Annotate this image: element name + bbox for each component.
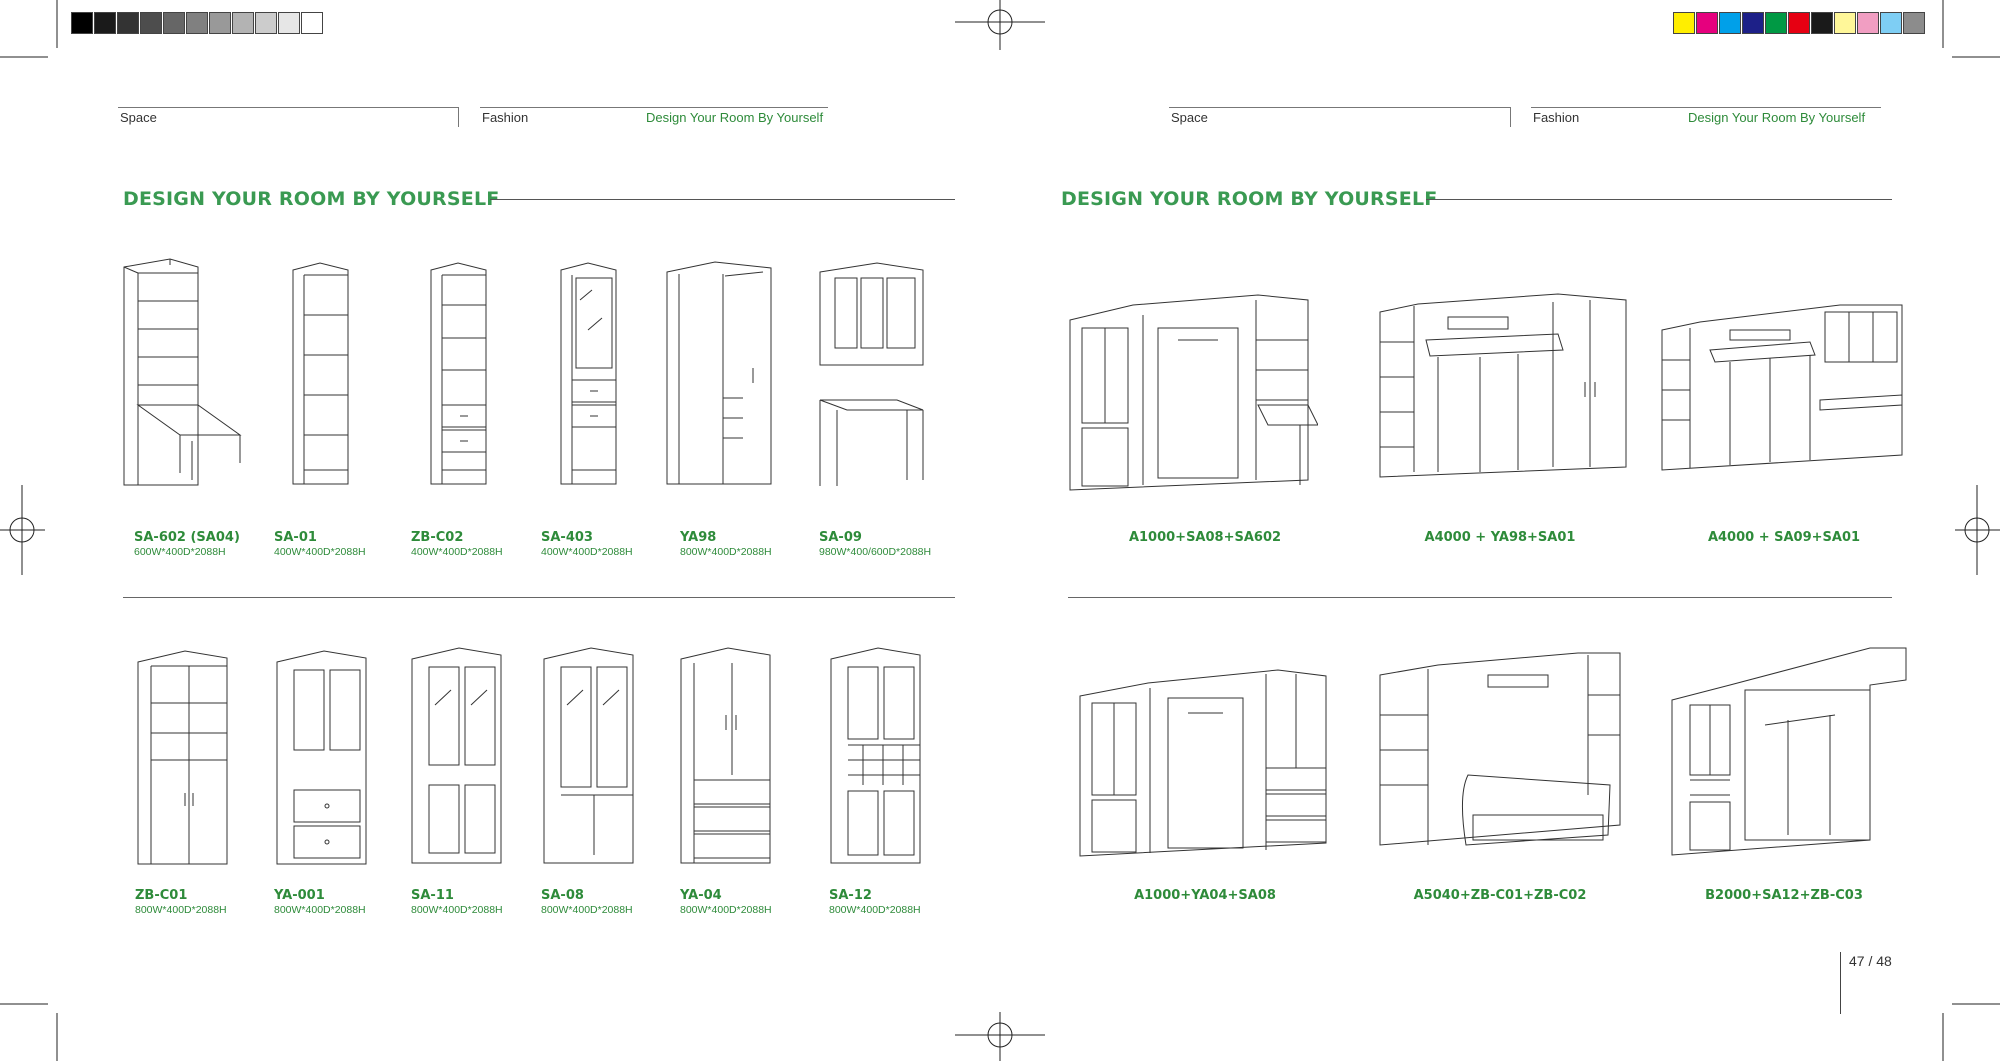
room-set-code: A5040+ZB-C01+ZB-C02 — [1413, 888, 1587, 903]
cabinet-drawing-sa403 — [558, 260, 618, 488]
header-fashion-left: Fashion — [482, 110, 529, 125]
color-swatch — [1696, 12, 1718, 34]
cabinet-drawing-ya98 — [665, 258, 775, 490]
room-set-drawing-6 — [1670, 640, 1910, 860]
page-title-right: DESIGN YOUR ROOM BY YOURSELF — [1061, 188, 1438, 210]
registration-mark-right — [1955, 485, 2000, 575]
header-fashion-right: Fashion — [1533, 110, 1580, 125]
product-code: ZB-C02 — [411, 530, 464, 545]
product-dims: 800W*400D*2088H — [680, 904, 772, 916]
color-swatch — [71, 12, 93, 34]
color-swatch — [278, 12, 300, 34]
room-set-code: A1000+SA08+SA602 — [1128, 530, 1282, 545]
color-swatch — [1673, 12, 1695, 34]
registration-mark-top — [955, 0, 1045, 50]
cabinet-drawing-sa01 — [290, 260, 350, 488]
color-swatch — [1742, 12, 1764, 34]
product-dims: 980W*400/600D*2088H — [819, 546, 932, 558]
title-rule — [1426, 199, 1892, 200]
color-swatch — [117, 12, 139, 34]
product-code: SA-11 — [411, 888, 454, 903]
product-dims: 600W*400D*2088H — [134, 546, 226, 558]
color-swatch — [301, 12, 323, 34]
product-dims: 400W*400D*2088H — [274, 546, 366, 558]
page-number: 47 / 48 — [1849, 953, 1892, 969]
section-divider-left — [123, 597, 955, 598]
product-code: SA-403 — [541, 530, 593, 545]
page-number-divider — [1840, 952, 1841, 1014]
color-swatch — [1857, 12, 1879, 34]
color-swatch — [232, 12, 254, 34]
color-swatch — [94, 12, 116, 34]
product-dims: 800W*400D*2088H — [680, 546, 772, 558]
header-space-left: Space — [120, 110, 157, 125]
cabinet-drawing-ya04 — [678, 645, 773, 867]
room-set-code: A1000+YA04+SA08 — [1134, 888, 1276, 903]
cabinet-drawing-sa602 — [120, 255, 245, 495]
color-swatch — [163, 12, 185, 34]
cabinet-drawing-zbc02 — [428, 260, 488, 488]
color-swatch — [1811, 12, 1833, 34]
header-tagline-left: Design Your Room By Yourself — [646, 110, 824, 125]
header-rule — [118, 107, 458, 108]
color-swatch — [140, 12, 162, 34]
product-code: SA-08 — [541, 888, 584, 903]
product-code: YA-04 — [680, 888, 722, 903]
cabinet-drawing-sa09 — [817, 260, 927, 492]
product-code: SA-602 (SA04) — [134, 530, 240, 545]
product-code: SA-01 — [274, 530, 317, 545]
product-code: YA98 — [680, 530, 717, 545]
color-swatch — [186, 12, 208, 34]
product-dims: 800W*400D*2088H — [274, 904, 366, 916]
header-rule — [1169, 107, 1510, 108]
product-dims: 400W*400D*2088H — [411, 546, 503, 558]
room-set-drawing-1 — [1068, 280, 1318, 495]
header-tagline-right: Design Your Room By Yourself — [1688, 110, 1866, 125]
color-swatch — [209, 12, 231, 34]
page-title-left: DESIGN YOUR ROOM BY YOURSELF — [123, 188, 500, 210]
color-swatch — [255, 12, 277, 34]
product-dims: 800W*400D*2088H — [541, 904, 633, 916]
product-code: SA-12 — [829, 888, 872, 903]
product-dims: 800W*400D*2088H — [135, 904, 227, 916]
header-divider — [1510, 107, 1511, 127]
header-space-right: Space — [1171, 110, 1208, 125]
registration-mark-bottom — [955, 1012, 1045, 1061]
header-rule — [1531, 107, 1881, 108]
cabinet-drawing-sa08 — [541, 645, 636, 867]
product-code: SA-09 — [819, 530, 862, 545]
room-set-drawing-2 — [1378, 282, 1628, 492]
section-divider-right — [1068, 597, 1892, 598]
product-dims: 800W*400D*2088H — [829, 904, 921, 916]
room-set-drawing-4 — [1078, 658, 1328, 863]
color-swatch — [1788, 12, 1810, 34]
product-dims: 800W*400D*2088H — [411, 904, 503, 916]
color-swatch — [1880, 12, 1902, 34]
cabinet-drawing-sa12 — [828, 645, 923, 867]
cabinet-drawing-sa11 — [409, 645, 504, 867]
room-set-drawing-5 — [1378, 645, 1628, 860]
header-rule — [480, 107, 828, 108]
room-set-code: A4000 + SA09+SA01 — [1707, 530, 1861, 545]
product-code: YA-001 — [274, 888, 325, 903]
color-swatch — [1719, 12, 1741, 34]
color-swatch — [1834, 12, 1856, 34]
header-divider — [458, 107, 459, 127]
cabinet-drawing-zbc01 — [135, 648, 230, 868]
product-code: ZB-C01 — [135, 888, 188, 903]
color-swatch — [1903, 12, 1925, 34]
room-set-code: A4000 + YA98+SA01 — [1424, 530, 1576, 545]
title-rule — [490, 199, 955, 200]
color-swatch — [1765, 12, 1787, 34]
room-set-code: B2000+SA12+ZB-C03 — [1705, 888, 1863, 903]
room-set-drawing-3 — [1660, 290, 1910, 490]
cabinet-drawing-ya001 — [274, 648, 369, 868]
product-dims: 400W*400D*2088H — [541, 546, 633, 558]
registration-mark-left — [0, 485, 45, 575]
